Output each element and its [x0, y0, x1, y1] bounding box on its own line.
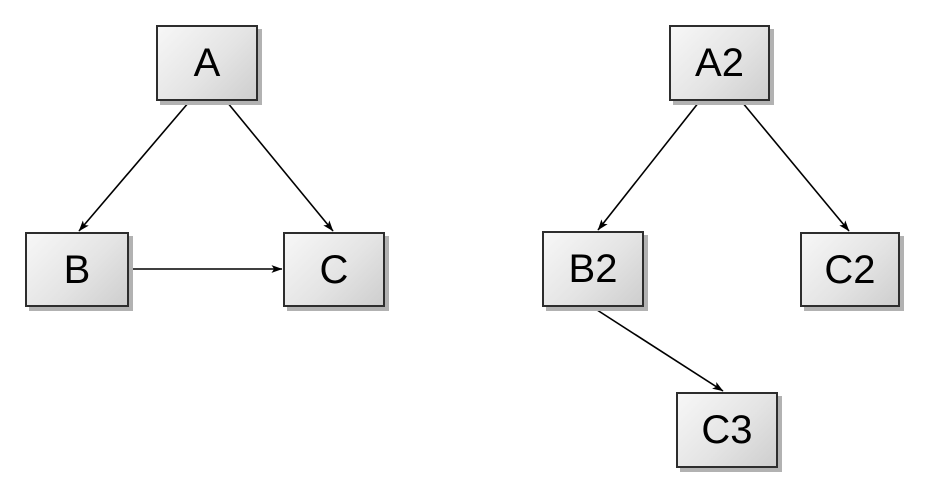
node-label: A2 [695, 41, 744, 85]
node-A2[interactable]: A2 [669, 25, 770, 101]
node-label: B2 [568, 247, 618, 291]
node-label: A [193, 41, 221, 85]
node-A[interactable]: A [156, 25, 258, 101]
node-C3[interactable]: C3 [676, 392, 778, 468]
node-C2[interactable]: C2 [800, 232, 900, 307]
node-label: B [63, 247, 91, 292]
node-label: C2 [824, 247, 876, 292]
edge-A2-B2[interactable] [597, 101, 700, 231]
node-B2[interactable]: B2 [542, 231, 644, 307]
edge-B2-C3[interactable] [593, 307, 724, 392]
edge-A2-C2[interactable] [741, 101, 850, 232]
node-label: C [319, 247, 349, 292]
node-label: C3 [701, 408, 753, 452]
edge-A-C[interactable] [226, 101, 334, 232]
node-B[interactable]: B [25, 232, 129, 307]
node-C[interactable]: C [283, 232, 385, 307]
edge-A-B[interactable] [78, 101, 190, 232]
